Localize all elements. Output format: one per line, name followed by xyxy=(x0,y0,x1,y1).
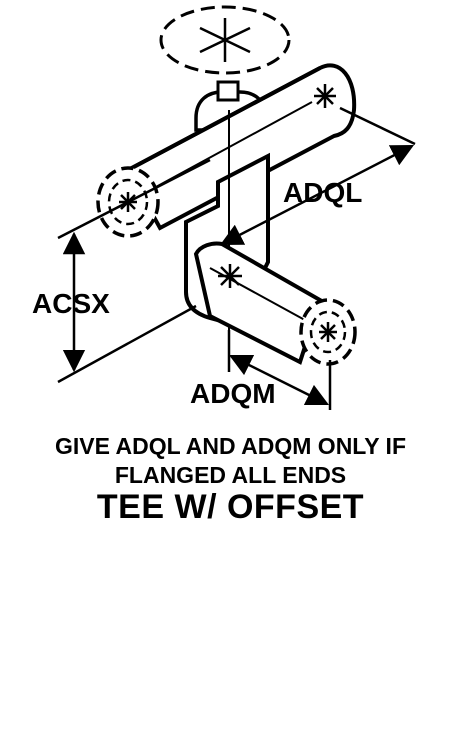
upper-end-centermark-icon xyxy=(314,84,336,108)
right-flange xyxy=(299,298,357,366)
top-flange-centermark-icon xyxy=(199,18,251,62)
acsx-label: ACSX xyxy=(32,288,110,319)
adql-dimension xyxy=(220,106,416,246)
acsx-dimension xyxy=(57,158,211,384)
adqm-label: ADQM xyxy=(190,378,276,409)
tee-with-offset-diagram: ADQL ACSX ADQM xyxy=(32,5,416,410)
note-line-1: GIVE ADQL AND ADQM ONLY IF xyxy=(55,433,406,459)
adql-label: ADQL xyxy=(283,177,362,208)
lower-elbow-centermark-icon xyxy=(218,264,242,288)
right-flange-centermark-icon xyxy=(319,322,337,342)
adqm-dimension xyxy=(227,330,332,410)
top-flange xyxy=(159,5,291,75)
fitting-title: TEE W/ OFFSET xyxy=(96,488,365,526)
note-line-2: FLANGED ALL ENDS xyxy=(114,462,347,488)
